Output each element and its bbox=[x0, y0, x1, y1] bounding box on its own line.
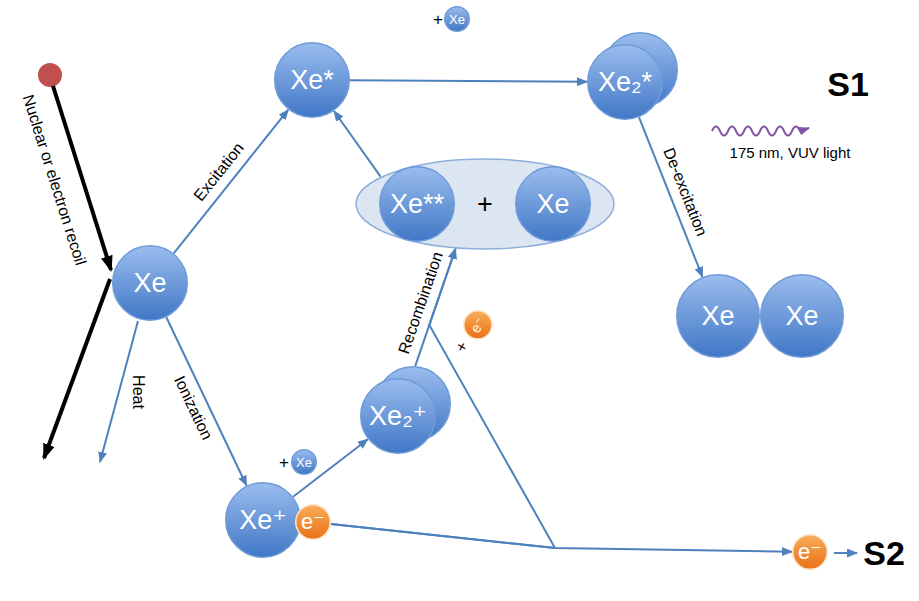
annotation-holder: Heat bbox=[129, 375, 147, 409]
edge-label-holder: Ionization bbox=[170, 373, 216, 443]
node-face: Xe bbox=[676, 274, 760, 358]
small-electron: e⁻ bbox=[463, 310, 493, 340]
node-text: Xe bbox=[133, 270, 166, 297]
node-text: + bbox=[477, 191, 493, 218]
signal-arrow bbox=[834, 552, 857, 554]
drifting-electron: e⁻ bbox=[792, 534, 828, 570]
particle-circle bbox=[380, 167, 455, 242]
edge-label: De-excitation bbox=[660, 145, 709, 238]
particle-circle bbox=[113, 246, 188, 321]
small-atom: Xe bbox=[444, 6, 470, 32]
node-face: Xe⁺ bbox=[225, 482, 301, 558]
signal-name: S2 bbox=[863, 536, 905, 570]
node-text: Xe bbox=[296, 456, 312, 469]
node-text: Xe** bbox=[390, 191, 444, 218]
edge-label: Excitation bbox=[191, 140, 247, 204]
edge-label-holder: Recombination bbox=[395, 249, 447, 356]
particle-circle bbox=[464, 311, 492, 339]
particle-circle bbox=[275, 43, 350, 118]
ground-atom: Xe bbox=[760, 274, 844, 358]
outgoing-recoil-arrow bbox=[44, 279, 110, 458]
node-text: Xe bbox=[536, 191, 569, 218]
heat-label: Heat bbox=[130, 375, 146, 409]
wavelength-note: 175 nm, VUV light bbox=[730, 145, 851, 160]
node-face: Xe₂⁺ bbox=[360, 378, 436, 454]
plus-sign: + bbox=[279, 454, 289, 471]
electron: e⁻ bbox=[295, 504, 331, 540]
excited-atom: Xe* bbox=[274, 42, 350, 118]
edge-label: Ionization bbox=[171, 374, 215, 443]
process-arrow bbox=[166, 317, 246, 485]
excited-dimer: Xe₂* bbox=[587, 32, 678, 120]
node-face: Xe bbox=[112, 245, 188, 321]
process-arrow bbox=[174, 110, 289, 254]
highly-excited-atom: Xe** bbox=[379, 166, 455, 242]
annotation-holder: S2 bbox=[863, 536, 905, 570]
node-face: Xe* bbox=[274, 42, 350, 118]
particle-circle bbox=[445, 7, 470, 32]
particle-circle bbox=[226, 483, 301, 558]
node-face: e⁻ bbox=[295, 504, 331, 540]
process-arrow bbox=[350, 80, 587, 82]
process-arrow bbox=[331, 524, 792, 552]
annotation-holder: Nuclear or electron recoil bbox=[19, 92, 90, 267]
plus-sign: + bbox=[433, 11, 443, 28]
group-ellipse bbox=[356, 159, 614, 249]
node-face: Xe bbox=[760, 274, 844, 358]
node-text: Xe⁺ bbox=[239, 507, 286, 534]
signal-name: S1 bbox=[827, 67, 869, 101]
node-text: Xe bbox=[449, 13, 465, 26]
node-face: Xe bbox=[444, 6, 470, 32]
recoil-label: Nuclear or electron recoil bbox=[20, 93, 89, 267]
node-face: Xe bbox=[291, 449, 317, 475]
process-arrow bbox=[334, 111, 381, 177]
particle-circle bbox=[516, 167, 591, 242]
ionized-dimer: Xe₂⁺ bbox=[360, 366, 451, 454]
atom: Xe bbox=[515, 166, 591, 242]
recoil-particle bbox=[38, 63, 62, 87]
recombination-group: + Xe** Xe bbox=[355, 158, 615, 250]
annotation-holder: S1 bbox=[827, 67, 869, 101]
node-text: e⁻ bbox=[468, 315, 488, 335]
node-face: e⁻ bbox=[792, 534, 828, 570]
edge-label-holder: De-excitation bbox=[659, 145, 710, 238]
node-text: Xe bbox=[701, 303, 734, 330]
particle-circle bbox=[761, 275, 844, 358]
annotation-holder: + bbox=[452, 338, 472, 355]
target-atom: Xe bbox=[112, 245, 188, 321]
node-text: Xe* bbox=[290, 67, 334, 94]
small-atom: Xe bbox=[291, 449, 317, 475]
particle-circle bbox=[677, 275, 760, 358]
edge-label-holder: Excitation bbox=[191, 139, 248, 204]
plus-sign: + bbox=[453, 339, 472, 355]
node-text: Xe bbox=[785, 303, 818, 330]
particle-circle bbox=[588, 45, 663, 120]
particle-circle bbox=[292, 450, 317, 475]
ion: Xe⁺ bbox=[225, 482, 301, 558]
annotation-holder: + bbox=[279, 454, 289, 472]
node-text: Xe₂* bbox=[598, 69, 652, 96]
edge-label: Recombination bbox=[396, 249, 446, 355]
node-face: e⁻ bbox=[463, 310, 493, 340]
annotation-holder: 175 nm, VUV light bbox=[730, 144, 851, 162]
particle-circle bbox=[296, 505, 331, 540]
process-arrow bbox=[331, 249, 555, 548]
photon-wave bbox=[712, 127, 809, 136]
particle-circle bbox=[793, 535, 828, 570]
node-face: Xe₂* bbox=[587, 44, 663, 120]
process-arrow bbox=[293, 439, 368, 497]
node-face: Xe bbox=[515, 166, 591, 242]
node-text: e⁻ bbox=[798, 541, 822, 563]
particle-circle bbox=[361, 379, 436, 454]
annotation-holder: + bbox=[433, 11, 443, 29]
node-text: e⁻ bbox=[301, 511, 325, 533]
node-face: Xe** bbox=[379, 166, 455, 242]
ground-atom: Xe bbox=[676, 274, 760, 358]
node-text: Xe₂⁺ bbox=[369, 403, 427, 430]
